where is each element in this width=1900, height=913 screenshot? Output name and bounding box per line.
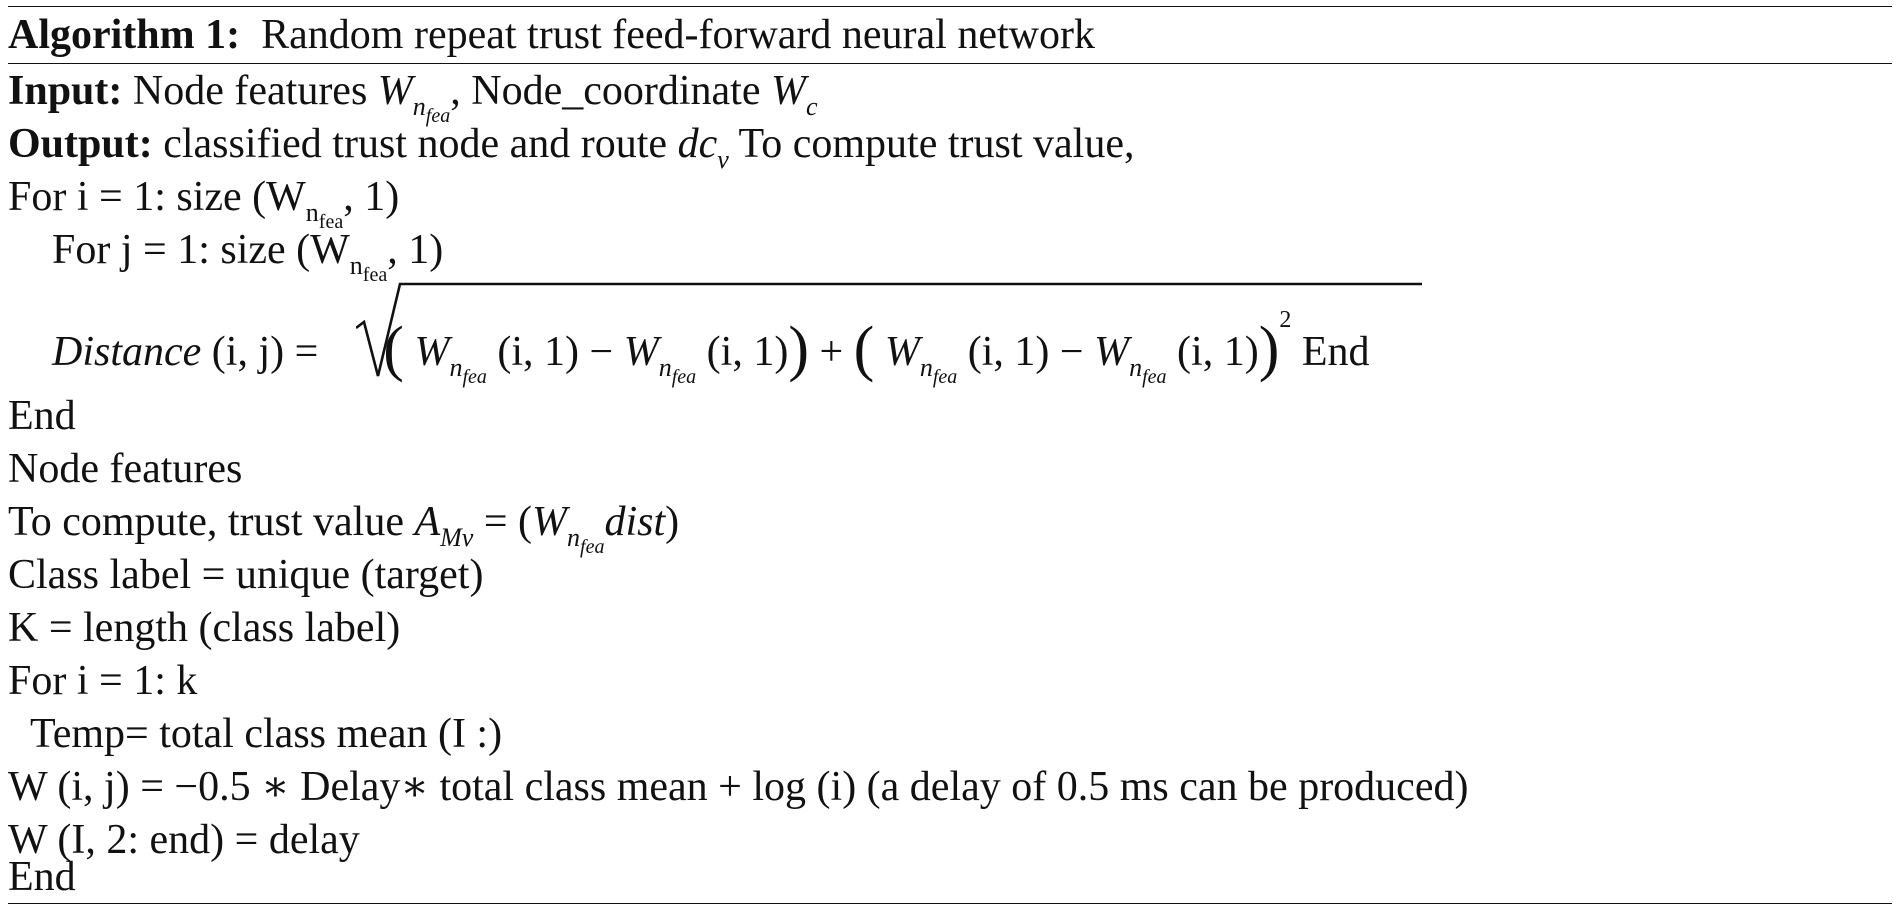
compute-trust-line: To compute, trust value AMv = (Wnfeadist… xyxy=(8,497,680,557)
compute-close: ) xyxy=(665,499,680,545)
compute-w: W xyxy=(532,499,568,545)
term4-w: W xyxy=(1094,329,1130,375)
output-text-2: To compute trust value, xyxy=(738,121,1135,167)
for-j-suffix: , 1) xyxy=(387,227,444,273)
term3-w: W xyxy=(884,329,920,375)
output-text: classified trust node and route xyxy=(163,121,668,167)
k-line: K = length (class label) xyxy=(8,605,401,651)
for-j-sub: nfea xyxy=(349,251,388,286)
output-label: Output: xyxy=(8,121,153,167)
for-i-prefix: For i = 1: size (W xyxy=(8,174,306,220)
bottom-rule xyxy=(8,903,1892,904)
term4-sub: nfea xyxy=(1129,353,1167,388)
input-separator: , Node_coordinate xyxy=(450,68,761,114)
compute-var-sub: Mv xyxy=(440,523,474,552)
input-line: Input: Node features Wnfea, Node_coordin… xyxy=(8,66,818,126)
compute-dist: dist xyxy=(604,499,666,545)
for-i-sub: nfea xyxy=(305,198,344,233)
compute-prefix: To compute, trust value xyxy=(8,499,404,545)
compute-eq: = ( xyxy=(483,499,533,545)
algorithm-header: Algorithm 1: Random repeat trust feed-fo… xyxy=(8,10,1095,60)
for-k-line: For i = 1: k xyxy=(8,658,198,704)
term4-args: (i, 1) xyxy=(1177,329,1259,375)
term2-sub: nfea xyxy=(658,353,697,388)
distance-label: Distance xyxy=(52,329,202,375)
algorithm-label: Algorithm 1: xyxy=(8,12,241,58)
w-update-line: W (i, j) = −0.5 ∗ Delay∗ total class mea… xyxy=(8,764,1469,810)
exponent: 2 xyxy=(1279,307,1292,333)
for-i-suffix: , 1) xyxy=(343,174,400,220)
end-line-2: End xyxy=(8,854,76,900)
input-text: Node features xyxy=(132,68,368,114)
input-var-wc-sub: c xyxy=(805,92,818,121)
compute-w-sub: nfea xyxy=(567,523,605,558)
input-label: Input: xyxy=(8,68,123,114)
input-var-wc: W xyxy=(770,68,806,114)
for-j-prefix: For j = 1: size (W xyxy=(52,227,350,273)
temp-line: Temp= total class mean (I :) xyxy=(30,711,503,757)
end-line-1: End xyxy=(8,393,76,439)
output-line: Output: classified trust node and route … xyxy=(8,119,1135,173)
plus: + xyxy=(819,329,844,375)
paren-open-2: ( xyxy=(853,315,875,383)
class-label-line: Class label = unique (target) xyxy=(8,552,484,598)
minus-1: − xyxy=(589,329,614,375)
inner-end: End xyxy=(1301,329,1370,375)
paren-close-1: ) xyxy=(788,315,809,383)
term1-sub: nfea xyxy=(449,353,487,388)
output-var-sub: v xyxy=(717,145,729,174)
paren-open-1: ( xyxy=(383,315,404,383)
header-rule xyxy=(8,63,1892,64)
term1-w: W xyxy=(414,329,450,375)
distance-formula: Distance (i, j) = ( Wnfea (i, 1) − Wnfea… xyxy=(52,308,1370,387)
input-var-w: W xyxy=(377,68,413,114)
minus-2: − xyxy=(1059,329,1084,375)
output-var: dc xyxy=(677,121,718,167)
node-features-line: Node features xyxy=(8,446,243,492)
for-i-line: For i = 1: size (Wnfea, 1) xyxy=(8,172,400,232)
term3-args: (i, 1) xyxy=(967,329,1050,375)
for-j-line: For j = 1: size (Wnfea, 1) xyxy=(52,225,444,285)
distance-args: (i, j) = xyxy=(211,329,319,375)
algorithm-block: Algorithm 1: Random repeat trust feed-fo… xyxy=(8,6,1892,905)
sqrt-sign xyxy=(356,282,1422,377)
term1-args: (i, 1) xyxy=(497,329,580,375)
top-rule xyxy=(8,6,1892,7)
term2-args: (i, 1) xyxy=(706,329,789,375)
algorithm-title: Random repeat trust feed-forward neural … xyxy=(261,12,1095,58)
term2-w: W xyxy=(623,329,659,375)
paren-close-2: ) xyxy=(1258,315,1280,383)
input-var-sub: nfea xyxy=(412,92,451,127)
compute-var-a: A xyxy=(414,499,441,545)
w-end-line: W (I, 2: end) = delay xyxy=(8,817,360,863)
term3-sub: nfea xyxy=(919,353,958,388)
